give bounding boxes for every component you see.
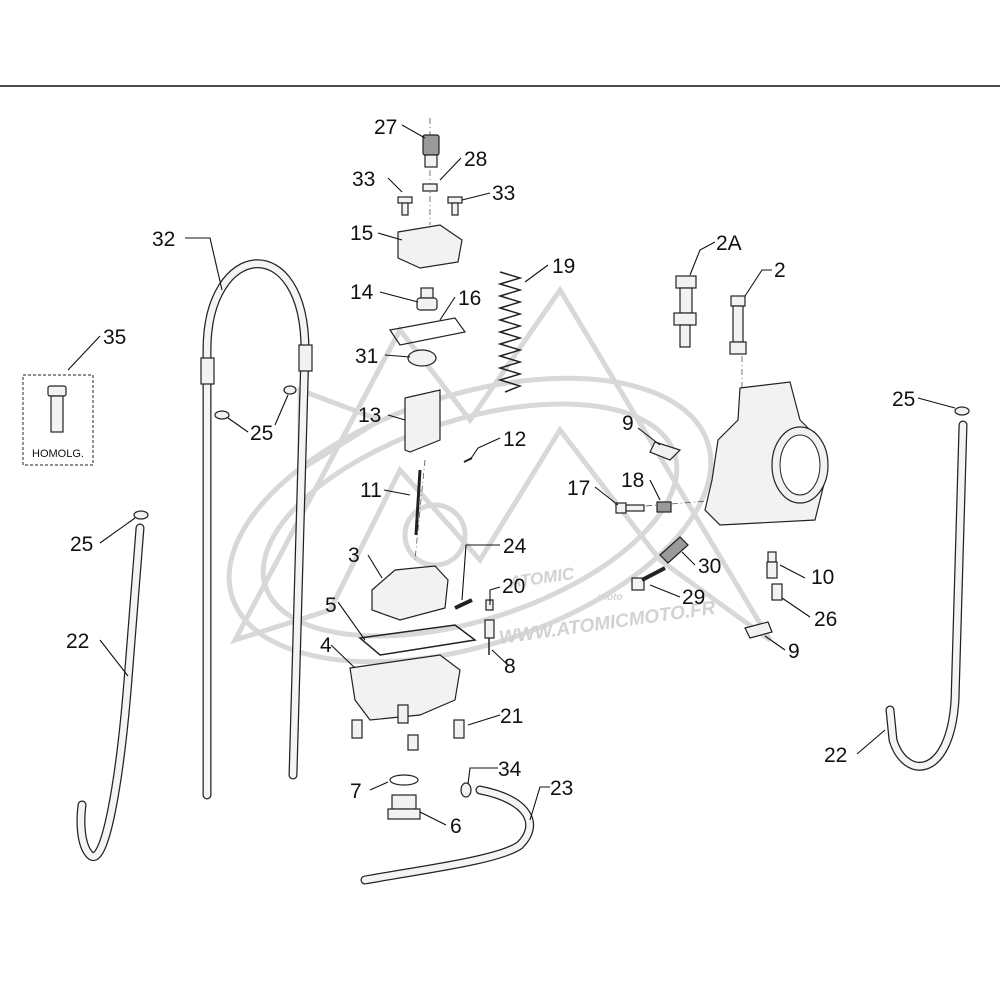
callout-31: 31 xyxy=(355,345,378,368)
o-ring-25-mid xyxy=(214,410,230,420)
callout-12: 12 xyxy=(503,428,526,451)
callout-14: 14 xyxy=(350,281,374,304)
callout-30: 30 xyxy=(698,555,721,578)
callout-34: 34 xyxy=(498,758,522,781)
hose-23 xyxy=(360,785,534,885)
o-ring-25-right xyxy=(954,406,970,416)
callout-9-top: 9 xyxy=(622,412,634,435)
callout-17: 17 xyxy=(567,477,590,500)
callout-8: 8 xyxy=(504,655,516,678)
needle-11 xyxy=(414,469,422,536)
bracket-9-bottom xyxy=(744,621,773,639)
part-2a xyxy=(673,275,697,348)
watermark: ATOMIC moto WWW.ATOMICMOTO.FR xyxy=(226,285,773,665)
center-axis-lower xyxy=(414,459,426,561)
screw-17 xyxy=(615,502,645,514)
callout-32: 32 xyxy=(152,228,175,251)
screws-21 xyxy=(351,704,465,751)
leader-lines xyxy=(67,124,956,826)
callout-22-left: 22 xyxy=(66,630,89,653)
seal-31 xyxy=(407,349,437,367)
callout-16: 16 xyxy=(458,287,481,310)
washer-34 xyxy=(460,782,472,798)
screw-33-right xyxy=(447,196,463,216)
callout-28: 28 xyxy=(464,148,487,171)
callout-2a: 2A xyxy=(716,232,742,255)
homolog-box-35: HOMOLG. xyxy=(22,374,94,466)
callout-3: 3 xyxy=(348,544,360,567)
guide-14 xyxy=(416,287,438,311)
callout-7: 7 xyxy=(350,780,362,803)
watermark-sub: moto xyxy=(598,592,622,603)
pin-24 xyxy=(454,598,473,610)
top-cover-15 xyxy=(397,224,463,269)
callout-6: 6 xyxy=(450,815,462,838)
callout-33-right: 33 xyxy=(492,182,515,205)
callout-2: 2 xyxy=(774,259,786,282)
callout-11: 11 xyxy=(360,479,382,502)
hose-22-right xyxy=(885,420,968,771)
callout-25-mid: 25 xyxy=(250,422,273,445)
o-ring-25-left xyxy=(133,510,149,520)
hose-22-left xyxy=(76,523,145,862)
spring-30 xyxy=(659,536,689,564)
callout-4: 4 xyxy=(320,634,332,657)
callout-20: 20 xyxy=(502,575,525,598)
callout-23: 23 xyxy=(550,777,573,800)
jet-26 xyxy=(771,583,783,601)
callout-9-bottom: 9 xyxy=(788,640,800,663)
homolog-label: HOMOLG. xyxy=(32,448,84,460)
callout-25-right: 25 xyxy=(892,388,915,411)
callout-26: 26 xyxy=(814,608,837,631)
nut-28 xyxy=(422,183,438,192)
o-ring-7 xyxy=(389,774,419,786)
callout-33-left: 33 xyxy=(352,168,375,191)
callout-10: 10 xyxy=(811,566,834,589)
part-2 xyxy=(729,295,747,355)
callout-27: 27 xyxy=(374,116,397,139)
screw-33-left xyxy=(397,196,413,216)
adjuster-27 xyxy=(422,134,440,168)
callout-35: 35 xyxy=(103,326,126,349)
spring-18 xyxy=(656,501,672,513)
callout-22-right: 22 xyxy=(824,744,847,767)
bracket-9-top xyxy=(649,441,682,461)
callout-21: 21 xyxy=(500,705,523,728)
callout-labels: 27 28 33 33 15 32 2A 2 19 14 16 35 31 25… xyxy=(66,116,915,838)
callout-15: 15 xyxy=(350,222,373,245)
callout-13: 13 xyxy=(358,404,381,427)
spring-19 xyxy=(497,271,523,393)
plug-6 xyxy=(387,794,421,820)
gasket-16 xyxy=(388,317,467,346)
screw-29 xyxy=(631,566,666,591)
gasket-5 xyxy=(358,624,477,656)
callout-25-left: 25 xyxy=(70,533,93,556)
hose-32 xyxy=(200,259,313,800)
float-3 xyxy=(371,565,449,621)
callout-19: 19 xyxy=(552,255,575,278)
callout-18: 18 xyxy=(621,469,644,492)
callout-29: 29 xyxy=(682,586,705,609)
o-ring-25-mid-b xyxy=(283,385,297,395)
callout-5: 5 xyxy=(325,594,337,617)
float-bowl-4 xyxy=(349,654,461,721)
callout-24: 24 xyxy=(503,535,527,558)
slide-13 xyxy=(404,389,441,453)
carburetor-body xyxy=(704,381,829,526)
jet-10 xyxy=(766,551,778,579)
